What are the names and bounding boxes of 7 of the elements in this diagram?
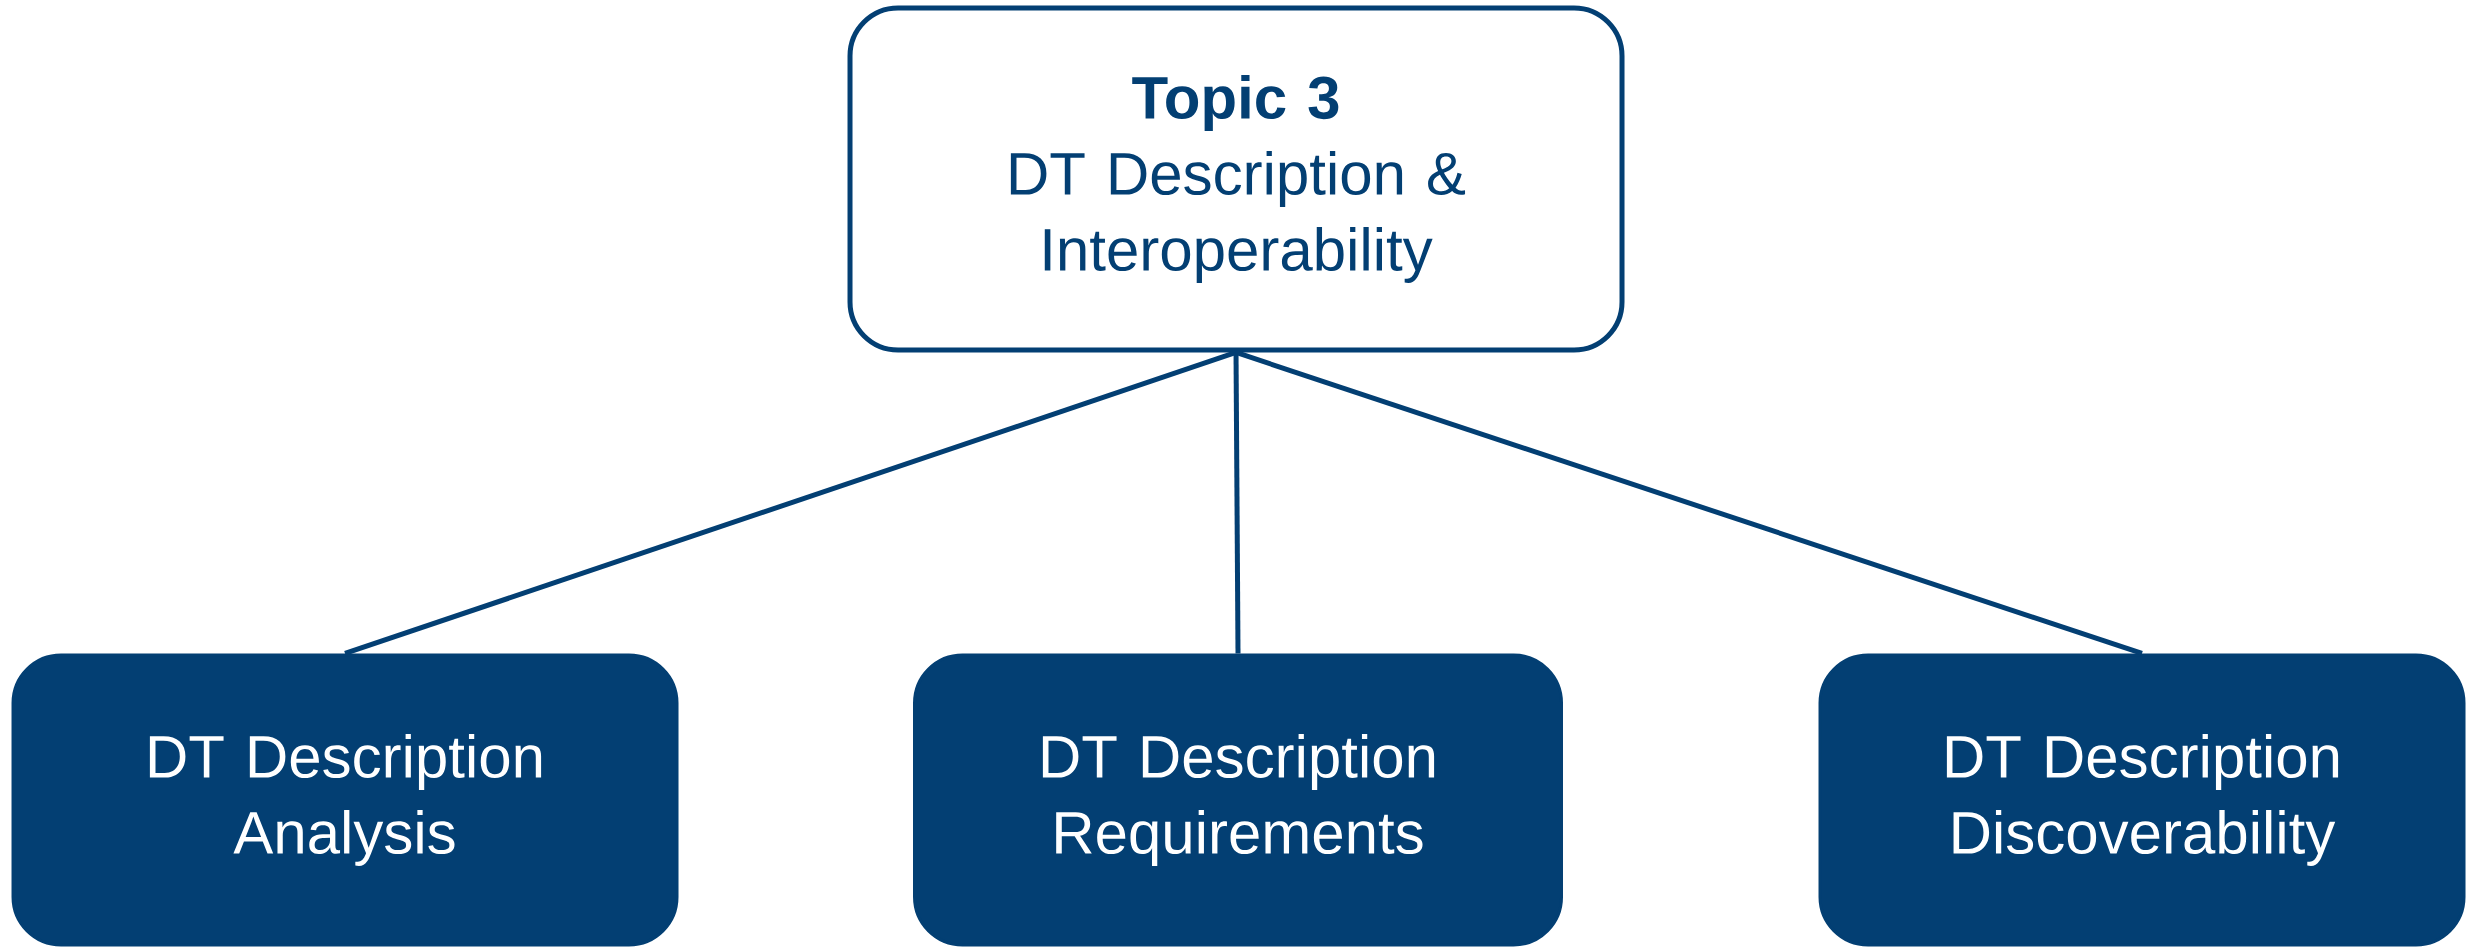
connector-line: [344, 350, 1237, 656]
subtopic-box: DT Description Requirements: [913, 653, 1563, 947]
topic-box: Topic 3 DT Description & Interoperability: [847, 5, 1625, 353]
connector-line: [1233, 352, 1241, 654]
subtopic-box: DT Description Analysis: [11, 653, 679, 947]
connector-line: [1235, 350, 2143, 656]
subtopic-box: DT Description Discoverability: [1818, 653, 2466, 947]
